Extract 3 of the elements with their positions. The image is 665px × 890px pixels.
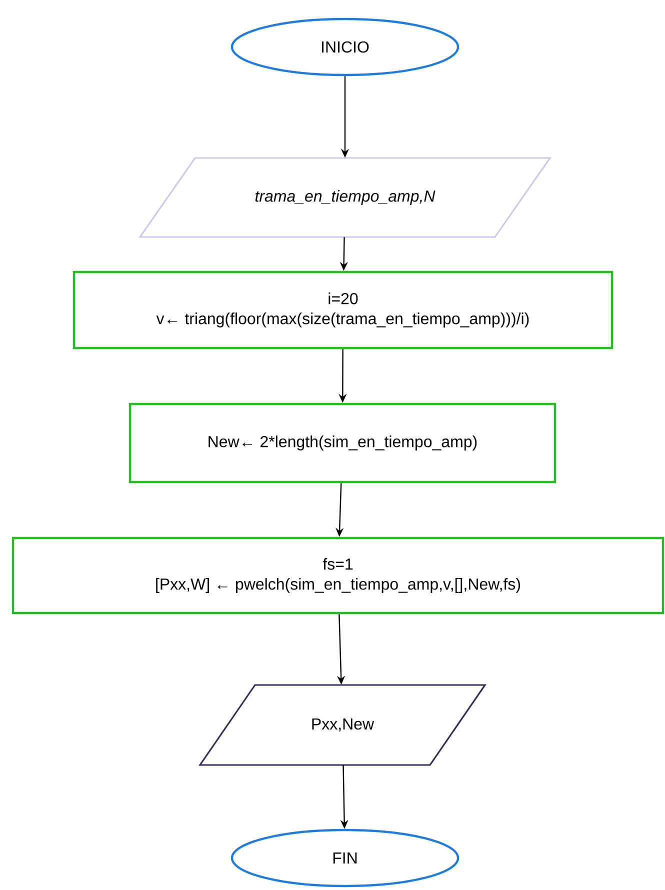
process-box: fs=1 [Pxx,W] ← pwelch(sim_en_tiempo_amp,v,[],New,fs) — [12, 536, 664, 614]
process-box: New← 2*length(sim_en_tiempo_amp) — [128, 402, 556, 484]
process-box: i=20 v← triang(floor(max(size(trama_en_tiempo_amp)))/i) — [72, 270, 614, 350]
